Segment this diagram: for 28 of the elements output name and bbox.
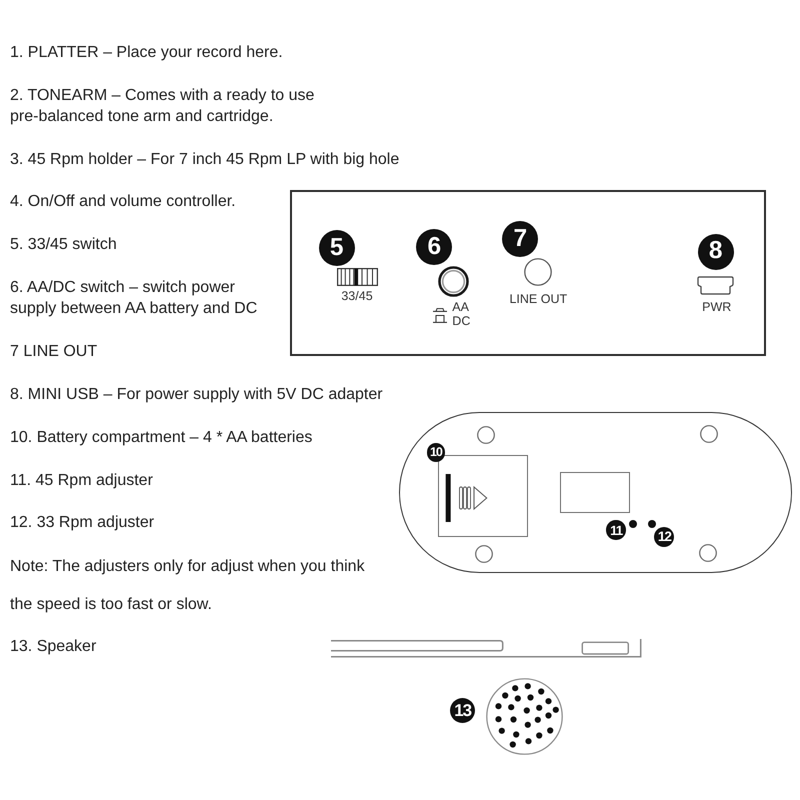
part-description: 11. 45 Rpm adjuster [10,470,153,490]
part-description: 6. AA/DC switch – switch power supply between AA battery and DC [10,278,258,318]
part-description: 5. 33/45 switch [10,234,117,254]
part-description: 1. PLATTER – Place your record here. [10,42,283,62]
part-description: 10. Battery compartment – 4 * AA batteries [10,428,312,448]
callout-number: 7 [502,221,538,257]
part-description: 8. MINI USB – For power supply with 5V DC adapter [10,384,383,404]
part-description: 4. On/Off and volume controller. [10,192,236,212]
rear-panel [290,190,766,356]
part-description: 13. Speaker [10,636,96,656]
note-text: Note: The adjusters only for adjust when you think [10,556,365,576]
callout-number: 10 [426,443,446,462]
port-label: PWR [702,300,732,315]
callout-number: 6 [416,229,452,266]
port-label: LINE OUT [509,293,568,307]
part-description: 7 LINE OUT [10,342,98,362]
switch-position-label: AA [452,301,469,316]
switch-label: 33/45 [341,290,373,304]
part-description: 3. 45 Rpm holder – For 7 inch 45 Rpm LP with big hole [10,150,400,170]
callout-number: 11 [606,520,626,540]
callout-number: 8 [698,234,734,270]
callout-number: 13 [450,698,476,724]
callout-number: 12 [654,526,674,547]
part-description: 2. TONEARM – Comes with a ready to use pre-balanced tone arm and cartridge. [10,86,316,126]
part-description: 12. 33 Rpm adjuster [10,512,154,532]
switch-position-label: DC [452,314,470,329]
callout-number: 5 [318,230,355,266]
note-text: the speed is too fast or slow. [10,594,212,614]
